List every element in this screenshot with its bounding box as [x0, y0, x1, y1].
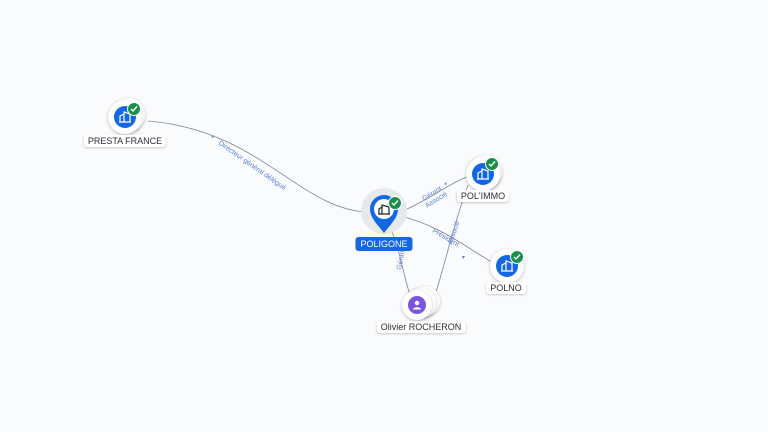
node-label-poligone[interactable]: POLIGONE — [355, 237, 413, 251]
node-polno[interactable] — [490, 249, 528, 287]
verified-check-icon — [127, 102, 141, 116]
node-label-olivier-rocheron[interactable]: Olivier ROCHERON — [376, 321, 466, 333]
node-presta-france[interactable] — [108, 98, 146, 136]
node-label-presta-france[interactable]: PRESTA FRANCE — [83, 135, 167, 147]
edge-poligone-polimmo — [399, 175, 471, 213]
verified-check-icon — [485, 157, 499, 171]
node-pol-immo[interactable] — [466, 155, 504, 193]
arrowhead — [211, 135, 214, 138]
edge-label-olivier-poligone: Gérant — [396, 248, 407, 270]
verified-check-icon — [388, 196, 402, 210]
arrowhead — [462, 256, 465, 259]
person-icon — [408, 296, 426, 314]
edge-presta-poligone — [147, 120, 369, 213]
arrowhead — [444, 182, 447, 185]
edge-label-presta-poligone: Directeur général délégué — [217, 140, 287, 192]
edge-poligone-polno — [399, 215, 496, 265]
node-label-pol-immo[interactable]: POL'IMMO — [456, 190, 510, 202]
node-poligone[interactable] — [361, 188, 409, 236]
verified-check-icon — [510, 250, 524, 264]
node-label-polno[interactable]: POLNO — [486, 282, 526, 294]
node-olivier-rocheron[interactable] — [402, 286, 444, 324]
